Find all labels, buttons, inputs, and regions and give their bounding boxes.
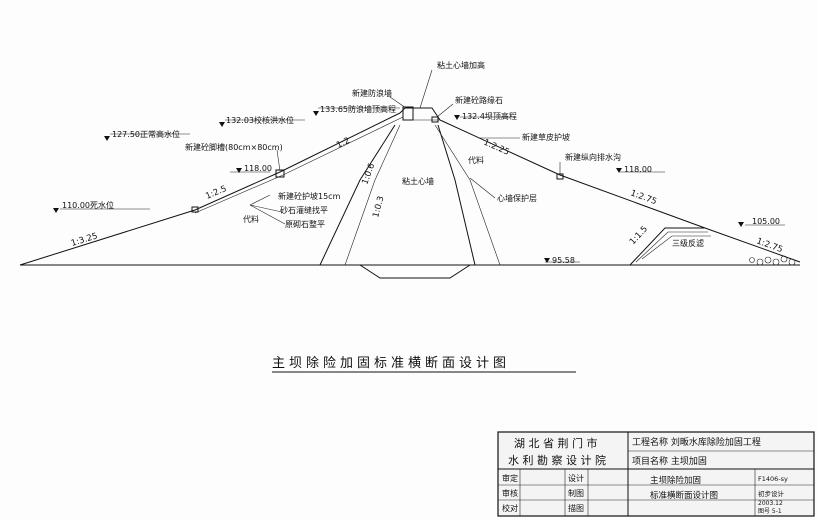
filter-outline	[629, 227, 705, 266]
leader-lines	[60, 69, 785, 263]
stage: 初步设计	[758, 489, 785, 498]
org-line-2: 水 利 勘 察 设 计 院	[508, 453, 606, 467]
core-right-line	[437, 124, 476, 266]
role-trace: 描图	[568, 503, 584, 513]
org-line-1: 湖 北 省 荆 门 市	[514, 436, 597, 450]
role-approve: 审定	[502, 473, 518, 483]
project-item: 项目名称 主坝加固	[632, 455, 707, 467]
slope-core-left-low: 1:0.3	[371, 195, 386, 219]
wave-wall-label: 新建防浪墙	[352, 88, 392, 98]
slope-up-low: 1:3.25	[70, 231, 99, 249]
berm-elev: 118.00	[244, 164, 272, 173]
crest-elev: 132.4坝顶高程	[462, 111, 517, 121]
code: F1406-sy	[758, 475, 788, 483]
toe-elev: 105.00	[752, 217, 780, 226]
wall-top-elev: 133.65防浪墙顶高程	[320, 104, 396, 114]
sheet-number: 图号 5-1	[758, 508, 782, 515]
core-inner-right	[434, 124, 501, 266]
drain-ditch-label: 新建纵向排水沟	[565, 152, 621, 162]
elevation-markers	[53, 111, 744, 263]
slope-filter: 1:1.5	[628, 224, 650, 247]
curb-label: 新建砼路缘石	[455, 95, 503, 105]
fill-left-label: 代料	[243, 214, 259, 224]
role-check: 校对	[502, 503, 518, 513]
concrete-protect-label: 新建砼护坡15cm	[278, 191, 341, 201]
slope-down-toe: 1:2.75	[755, 236, 784, 255]
filter-inner-2	[641, 235, 711, 260]
project-name: 工程名称 刘畈水库除险加固工程	[632, 436, 761, 448]
core-label: 粘土心墙	[402, 176, 434, 186]
drawing-name-1: 主坝除险加固	[650, 475, 701, 486]
slope-up-mid: 1:2.5	[204, 184, 228, 202]
drawing-name-2: 标准横断面设计图	[650, 490, 718, 501]
road-curb	[431, 116, 439, 123]
filter-inner-1	[635, 231, 708, 263]
turf-label: 新建草皮护坡	[522, 132, 570, 142]
rubble-level-label: 原砌石整平	[285, 219, 325, 229]
core-left-line	[319, 124, 396, 266]
fill-right-label: 代料	[468, 155, 484, 165]
foot-trench-label: 新建砼脚槽(80cm×80cm)	[185, 142, 283, 152]
slope-down-low: 1:2.75	[629, 188, 658, 207]
filter-label: 三级反滤	[672, 238, 704, 248]
slope-core-left: 1:0.6	[360, 162, 377, 186]
riprap-stones	[749, 255, 796, 266]
downstream-slope-line	[439, 119, 801, 263]
cutoff-trench	[359, 264, 471, 279]
gravel-fill-label: 砂石灌缝找平	[280, 205, 328, 215]
base-elev: 95.58	[552, 256, 575, 265]
check-flood-elev: 132.03校核洪水位	[226, 115, 294, 125]
core-protect-label: 心墙保护层	[497, 193, 537, 203]
crest-line	[399, 107, 441, 121]
title-block	[497, 431, 815, 517]
role-draw: 制图	[568, 488, 584, 498]
core-inner-left	[344, 124, 401, 266]
slope-down-top: 1:2.25	[482, 138, 511, 158]
role-design: 设计	[568, 473, 584, 483]
date: 2003.12	[758, 500, 783, 507]
dead-level-elev: 110.00死水位	[62, 200, 114, 210]
normal-level-elev: 127.50正常高水位	[112, 129, 180, 139]
toe-block-mark	[191, 206, 199, 213]
upstream-protection-layer	[194, 116, 404, 214]
core-raise-label: 粘土心墙加高	[437, 60, 485, 70]
drawing-title: 主坝除险加固标准横断面设计图	[272, 356, 510, 371]
upstream-slope-line	[19, 112, 401, 266]
role-review: 审核	[502, 488, 518, 498]
berm-elev-right: 118.00	[624, 165, 652, 174]
